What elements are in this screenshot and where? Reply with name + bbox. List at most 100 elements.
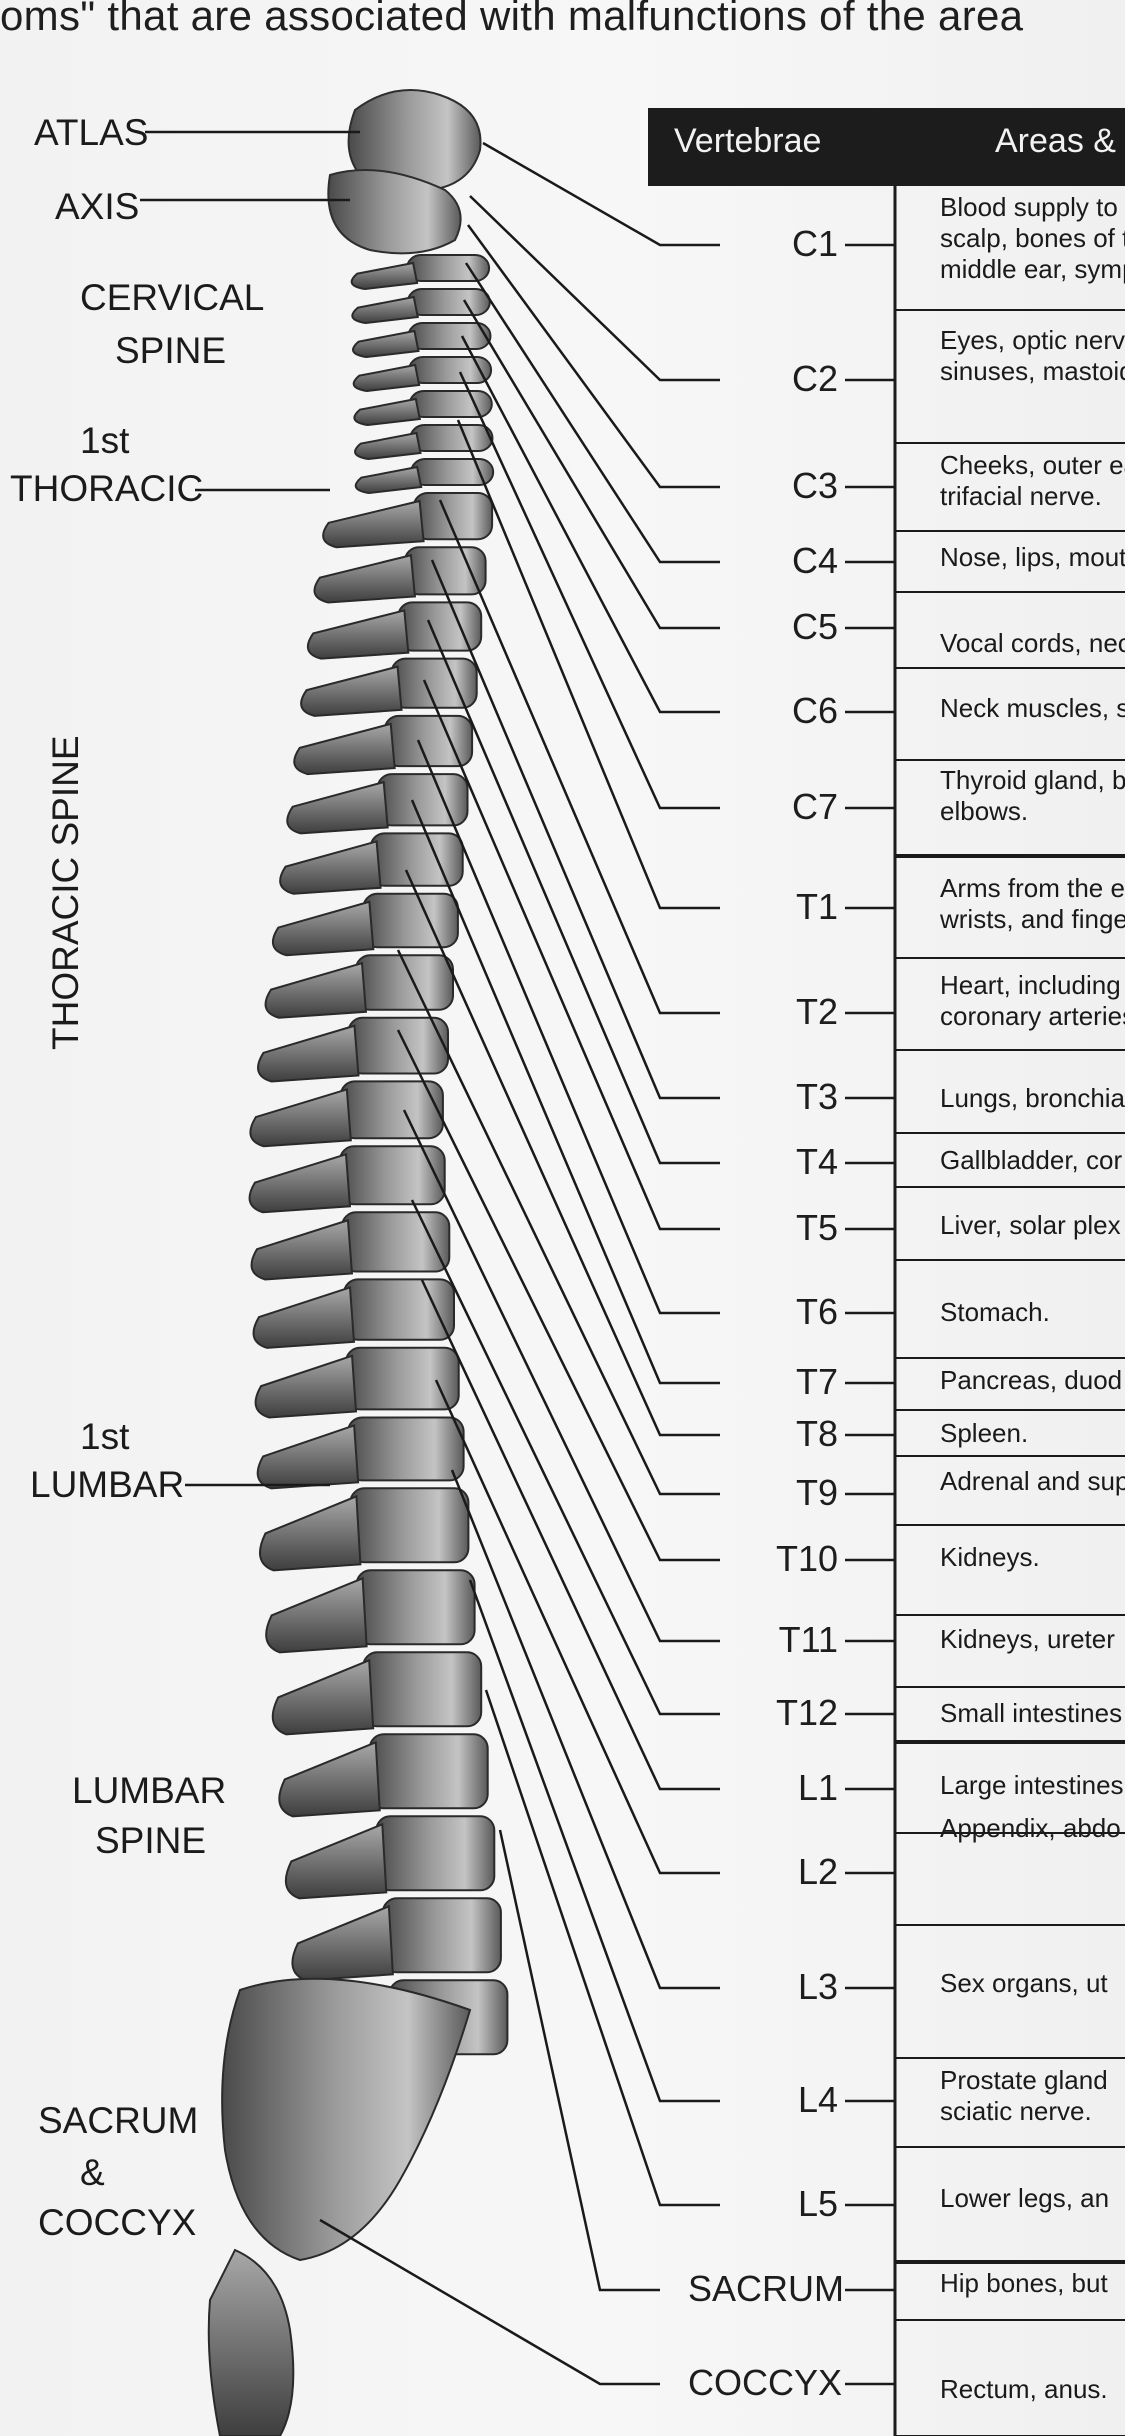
label-first-lumbar: LUMBAR (30, 1464, 185, 1505)
vertebra-process (351, 295, 419, 325)
vertebra-process (278, 1740, 381, 1818)
area-cell-line: Stomach. (940, 1297, 1050, 1327)
label-coccyx: COCCYX (38, 2202, 197, 2243)
vertebra-body (347, 1016, 449, 1075)
vertebra-body (407, 322, 492, 350)
area-cell-line: Pancreas, duod (940, 1365, 1123, 1395)
table-header: Vertebrae Areas & (648, 108, 1125, 186)
area-cell-line: Liver, solar plex (940, 1210, 1121, 1240)
vertebra-pointer-line (402, 1109, 720, 1643)
vertebra-pointer-line (438, 499, 720, 1015)
area-cell: Blood supply to thscalp, bones of thmidd… (940, 192, 1125, 285)
vertebra-label: L2 (797, 1851, 838, 1892)
area-cell-line: Adrenal and sup (940, 1466, 1125, 1496)
vertebra-process (293, 722, 396, 776)
area-cell-line: scalp, bones of th (940, 223, 1125, 253)
area-cell: Pancreas, duod (940, 1365, 1125, 1396)
label-cervical: CERVICAL (80, 277, 265, 318)
vertebra-body (369, 832, 464, 887)
header-vertebrae: Vertebrae (674, 122, 822, 160)
area-cell-line: Vocal cords, nec (940, 628, 1125, 658)
area-cell-line: Gallbladder, cor (940, 1145, 1123, 1175)
vertebra-process (271, 900, 375, 957)
vertebra-process (286, 780, 389, 835)
vertebra-process (265, 1576, 368, 1654)
vertebra-body (375, 1815, 496, 1892)
area-cell: Spleen. (940, 1418, 1125, 1449)
area-cell-line: sciatic nerve. (940, 2096, 1092, 2126)
area-cell-line: Kidneys. (940, 1542, 1040, 1572)
vertebra-body (403, 546, 487, 596)
vertebra-label: C2 (791, 358, 838, 399)
area-cell: Vocal cords, nec (940, 628, 1125, 659)
area-cell-line: elbows. (940, 796, 1029, 826)
area-cell: Adrenal and sup (940, 1466, 1125, 1497)
vertebra-label: COCCYX (688, 2362, 843, 2403)
vertebra-pointer-line (420, 1279, 720, 1791)
vertebra-pointer-line (422, 679, 720, 1231)
area-cell-line: Small intestines (940, 1698, 1123, 1728)
vertebra-pointer-line (434, 1379, 720, 1875)
vertebra-body (376, 773, 469, 827)
vertebra-label: C1 (791, 223, 838, 264)
coccyx-bone (207, 2248, 295, 2436)
area-cell-line: middle ear, symp (940, 254, 1125, 284)
vertebra-body (362, 1651, 483, 1728)
vertebra-pointer-line (469, 195, 720, 382)
vertebra-pointer-line (482, 141, 720, 247)
vertebra-body (345, 1346, 460, 1411)
vertebra-pointer-line (456, 419, 720, 910)
vertebra-body (406, 288, 491, 316)
vertebra-pointer-line (462, 299, 720, 630)
vertebra-process (279, 840, 382, 895)
vertebra-body (339, 1145, 446, 1206)
area-cell: Rectum, anus. (940, 2374, 1125, 2405)
area-cell-line: Arms from the e (940, 873, 1125, 903)
area-cell: Lower legs, an (940, 2183, 1125, 2214)
area-cell: Hip bones, but (940, 2268, 1125, 2299)
vertebra-process (350, 261, 419, 291)
area-cell-line: wrists, and finge (940, 904, 1125, 934)
vertebra-process (252, 1286, 356, 1349)
vertebra-pointer-line (468, 1579, 720, 2103)
area-cell-line: Neck muscles, s (940, 693, 1125, 723)
label-axis: AXIS (55, 186, 140, 227)
vertebra-pointer-line (498, 1829, 660, 2292)
vertebra-label: T9 (795, 1472, 838, 1513)
vertebra-label: T8 (795, 1413, 838, 1454)
area-cell: Stomach. (940, 1297, 1125, 1328)
vertebra-process (352, 329, 420, 359)
vertebra-label: SACRUM (688, 2268, 845, 2309)
area-cell-line: coronary arteries (940, 1001, 1125, 1031)
area-cell: Small intestines (940, 1698, 1125, 1729)
vertebra-label: L4 (797, 2079, 838, 2120)
vertebra-process (256, 1424, 360, 1490)
area-cell-line: Thyroid gland, b (940, 765, 1125, 795)
vertebra-process (264, 961, 368, 1019)
spine-illustration (207, 89, 509, 2436)
vertebra-process (354, 431, 422, 461)
area-cell-line: Cheeks, outer ea (940, 450, 1125, 480)
vertebra-label: T5 (795, 1207, 838, 1248)
table-lines (845, 186, 1125, 2436)
vertebra-pointer-line (410, 799, 720, 1385)
label-sacrum: SACRUM (38, 2100, 199, 2141)
vertebra-body (343, 1278, 455, 1341)
label-lumbar: LUMBAR (72, 1770, 227, 1811)
area-cell-line: sinuses, mastoid (940, 356, 1125, 386)
vertebra-pointer-line (484, 1689, 720, 2207)
intro-text: oms" that are associated with malfunctio… (0, 0, 1024, 39)
vertebra-label: T1 (795, 886, 838, 927)
vertebra-process (254, 1354, 358, 1419)
vertebra-label: T7 (795, 1361, 838, 1402)
area-cell-line: Blood supply to th (940, 192, 1125, 222)
area-cell: Large intestines (940, 1770, 1125, 1801)
vertebra-pointer-line (396, 1029, 720, 1562)
area-cell: Neck muscles, s (940, 693, 1125, 724)
label-first-thoracic-1st: 1st (80, 420, 130, 461)
area-cell-line: Nose, lips, mouth (940, 542, 1125, 572)
